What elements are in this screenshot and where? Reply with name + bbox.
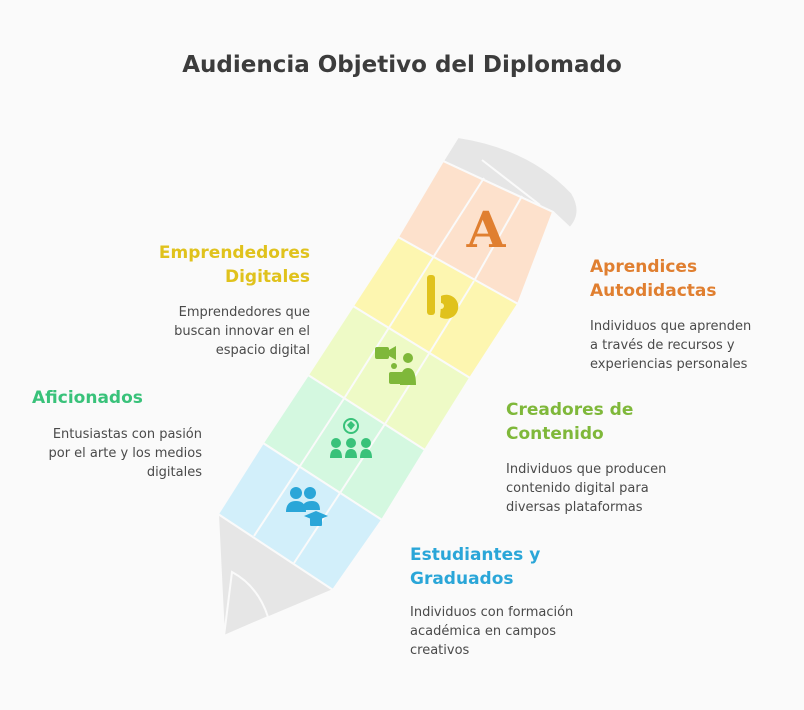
description-aficionados: Entusiastas con pasión por el arte y los… — [48, 427, 202, 480]
description-emprendedores: Emprendedores que buscan innovar en el e… — [174, 305, 310, 358]
page-title: Audiencia Objetivo del Diplomado — [182, 52, 622, 78]
segment-band-aficionados — [261, 373, 427, 522]
heading-aprendices: Aprendices Autodidactas — [590, 257, 717, 301]
pencil-tip — [216, 512, 336, 638]
audience-group-icon — [330, 418, 372, 458]
video-creator-icon — [375, 346, 416, 385]
description-estudiantes: Individuos con formación académica en ca… — [410, 605, 574, 658]
description-creadores: Individuos que producen contenido digita… — [506, 462, 667, 515]
description-aprendices: Individuos que aprenden a través de recu… — [590, 319, 752, 372]
svg-text:A: A — [466, 200, 507, 259]
heading-aficionados: Aficionados — [32, 388, 143, 408]
heading-estudiantes: Estudiantes y Graduados — [410, 545, 541, 589]
bold-b-pie-icon — [427, 275, 459, 319]
letter-a-icon: A — [466, 200, 507, 259]
heading-creadores: Creadores de Contenido — [506, 400, 634, 444]
heading-emprendedores: Emprendedores Digitales — [158, 243, 310, 287]
graduates-icon — [286, 487, 328, 526]
